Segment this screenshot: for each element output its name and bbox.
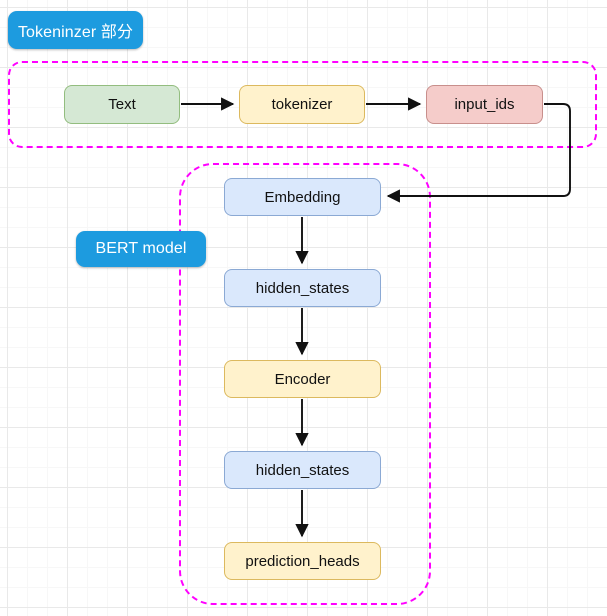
node-hidden-states-2: hidden_states bbox=[224, 451, 381, 489]
node-prediction-heads: prediction_heads bbox=[224, 542, 381, 580]
node-embedding: Embedding bbox=[224, 178, 381, 216]
group-boundary-tokenizer bbox=[8, 61, 597, 148]
node-hidden-states-1: hidden_states bbox=[224, 269, 381, 307]
node-tokenizer: tokenizer bbox=[239, 85, 365, 124]
group-label-tokenizer: Tokeninzer 部分 bbox=[8, 11, 143, 49]
group-boundary-bert-model bbox=[179, 163, 431, 605]
node-input-ids: input_ids bbox=[426, 85, 543, 124]
group-label-bert-model: BERT model bbox=[76, 231, 206, 267]
node-text: Text bbox=[64, 85, 180, 124]
node-encoder: Encoder bbox=[224, 360, 381, 398]
